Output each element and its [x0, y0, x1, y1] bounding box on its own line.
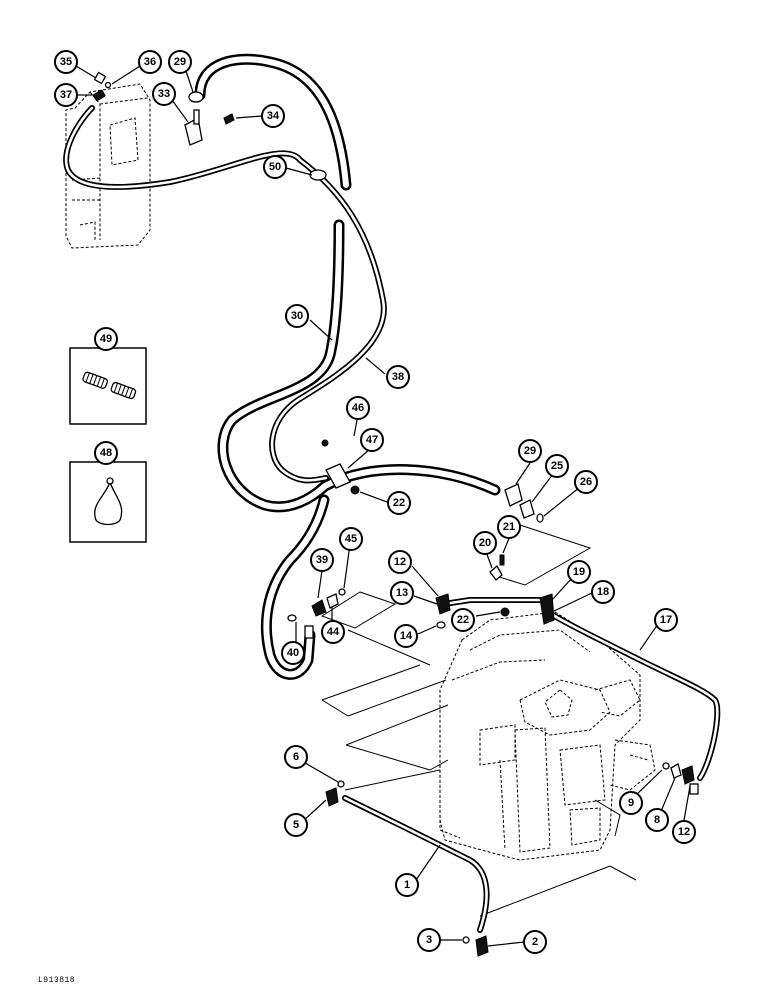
callout-9: 9 [619, 791, 643, 815]
callout-12-upper: 12 [388, 550, 412, 574]
callout-46: 46 [346, 396, 370, 420]
callout-20: 20 [473, 531, 497, 555]
svg-text:17: 17 [660, 614, 672, 626]
svg-text:18: 18 [597, 586, 609, 598]
assembly-guide-lines [320, 524, 637, 917]
svg-text:25: 25 [551, 460, 563, 472]
svg-text:44: 44 [327, 626, 340, 638]
callout-30: 30 [285, 304, 309, 328]
callout-13: 13 [390, 581, 414, 605]
callout-22-lower: 22 [451, 608, 475, 632]
callout-12-lower: 12 [672, 820, 696, 844]
callout-29-right: 29 [518, 439, 542, 463]
svg-text:33: 33 [158, 88, 170, 100]
hose-30 [217, 219, 501, 513]
svg-text:13: 13 [396, 587, 408, 599]
callout-25: 25 [545, 454, 569, 478]
callout-5: 5 [284, 813, 308, 837]
svg-text:37: 37 [60, 89, 72, 101]
callout-40: 40 [281, 641, 305, 665]
upper-component-outline [65, 83, 151, 249]
callout-36: 36 [138, 50, 162, 74]
callouts: 35 37 36 29 33 34 50 30 38 49 48 46 47 2… [54, 50, 696, 954]
svg-text:50: 50 [269, 161, 281, 173]
inset-48 [69, 461, 147, 543]
svg-text:3: 3 [426, 934, 432, 946]
transmission-outline [439, 611, 656, 861]
svg-text:35: 35 [60, 56, 72, 68]
callout-38: 38 [386, 365, 410, 389]
callout-47: 47 [360, 428, 384, 452]
callout-1: 1 [395, 873, 419, 897]
reference-code: L913818 [38, 976, 76, 985]
svg-text:30: 30 [291, 310, 303, 322]
svg-text:19: 19 [573, 566, 585, 578]
callout-39: 39 [310, 548, 334, 572]
callout-3: 3 [417, 928, 441, 952]
svg-text:48: 48 [100, 447, 112, 459]
callout-26: 26 [574, 470, 598, 494]
callout-49: 49 [94, 327, 118, 351]
svg-text:1: 1 [404, 879, 410, 891]
callout-45: 45 [339, 527, 363, 551]
callout-21: 21 [497, 515, 521, 539]
callout-35: 35 [54, 50, 78, 74]
svg-text:26: 26 [580, 476, 592, 488]
svg-text:9: 9 [628, 797, 634, 809]
svg-text:22: 22 [457, 614, 469, 626]
svg-text:38: 38 [392, 371, 404, 383]
line-17 [545, 609, 721, 781]
svg-text:47: 47 [366, 434, 378, 446]
callout-34: 34 [261, 104, 285, 128]
callout-29: 29 [168, 50, 192, 74]
lines [63, 105, 721, 933]
svg-text:8: 8 [654, 814, 660, 826]
callout-44: 44 [321, 620, 345, 644]
svg-text:21: 21 [503, 521, 515, 533]
svg-text:6: 6 [293, 751, 299, 763]
svg-text:22: 22 [393, 497, 405, 509]
svg-text:20: 20 [479, 537, 491, 549]
svg-text:29: 29 [174, 56, 186, 68]
callout-19: 19 [567, 560, 591, 584]
svg-text:29: 29 [524, 445, 536, 457]
leader-lines [75, 65, 691, 947]
callout-14: 14 [394, 624, 418, 648]
callout-17: 17 [654, 608, 678, 632]
svg-text:36: 36 [144, 56, 156, 68]
svg-text:45: 45 [345, 533, 357, 545]
callout-48: 48 [94, 441, 118, 465]
svg-text:12: 12 [394, 556, 406, 568]
callout-37: 37 [54, 83, 78, 107]
line-1 [342, 795, 490, 933]
callout-8: 8 [645, 808, 669, 832]
svg-text:2: 2 [532, 936, 538, 948]
svg-text:40: 40 [287, 647, 299, 659]
callout-22-upper: 22 [387, 491, 411, 515]
callout-18: 18 [591, 580, 615, 604]
svg-text:14: 14 [400, 630, 413, 642]
callout-2: 2 [523, 930, 547, 954]
fittings [93, 71, 699, 957]
svg-text:46: 46 [352, 402, 364, 414]
svg-text:34: 34 [267, 110, 280, 122]
callout-50: 50 [263, 155, 287, 179]
hoses [194, 53, 501, 680]
callout-6: 6 [284, 745, 308, 769]
svg-text:39: 39 [316, 554, 328, 566]
svg-text:5: 5 [293, 819, 299, 831]
svg-text:12: 12 [678, 826, 690, 838]
callout-33: 33 [152, 82, 176, 106]
inset-49 [69, 347, 147, 425]
svg-text:49: 49 [100, 333, 112, 345]
